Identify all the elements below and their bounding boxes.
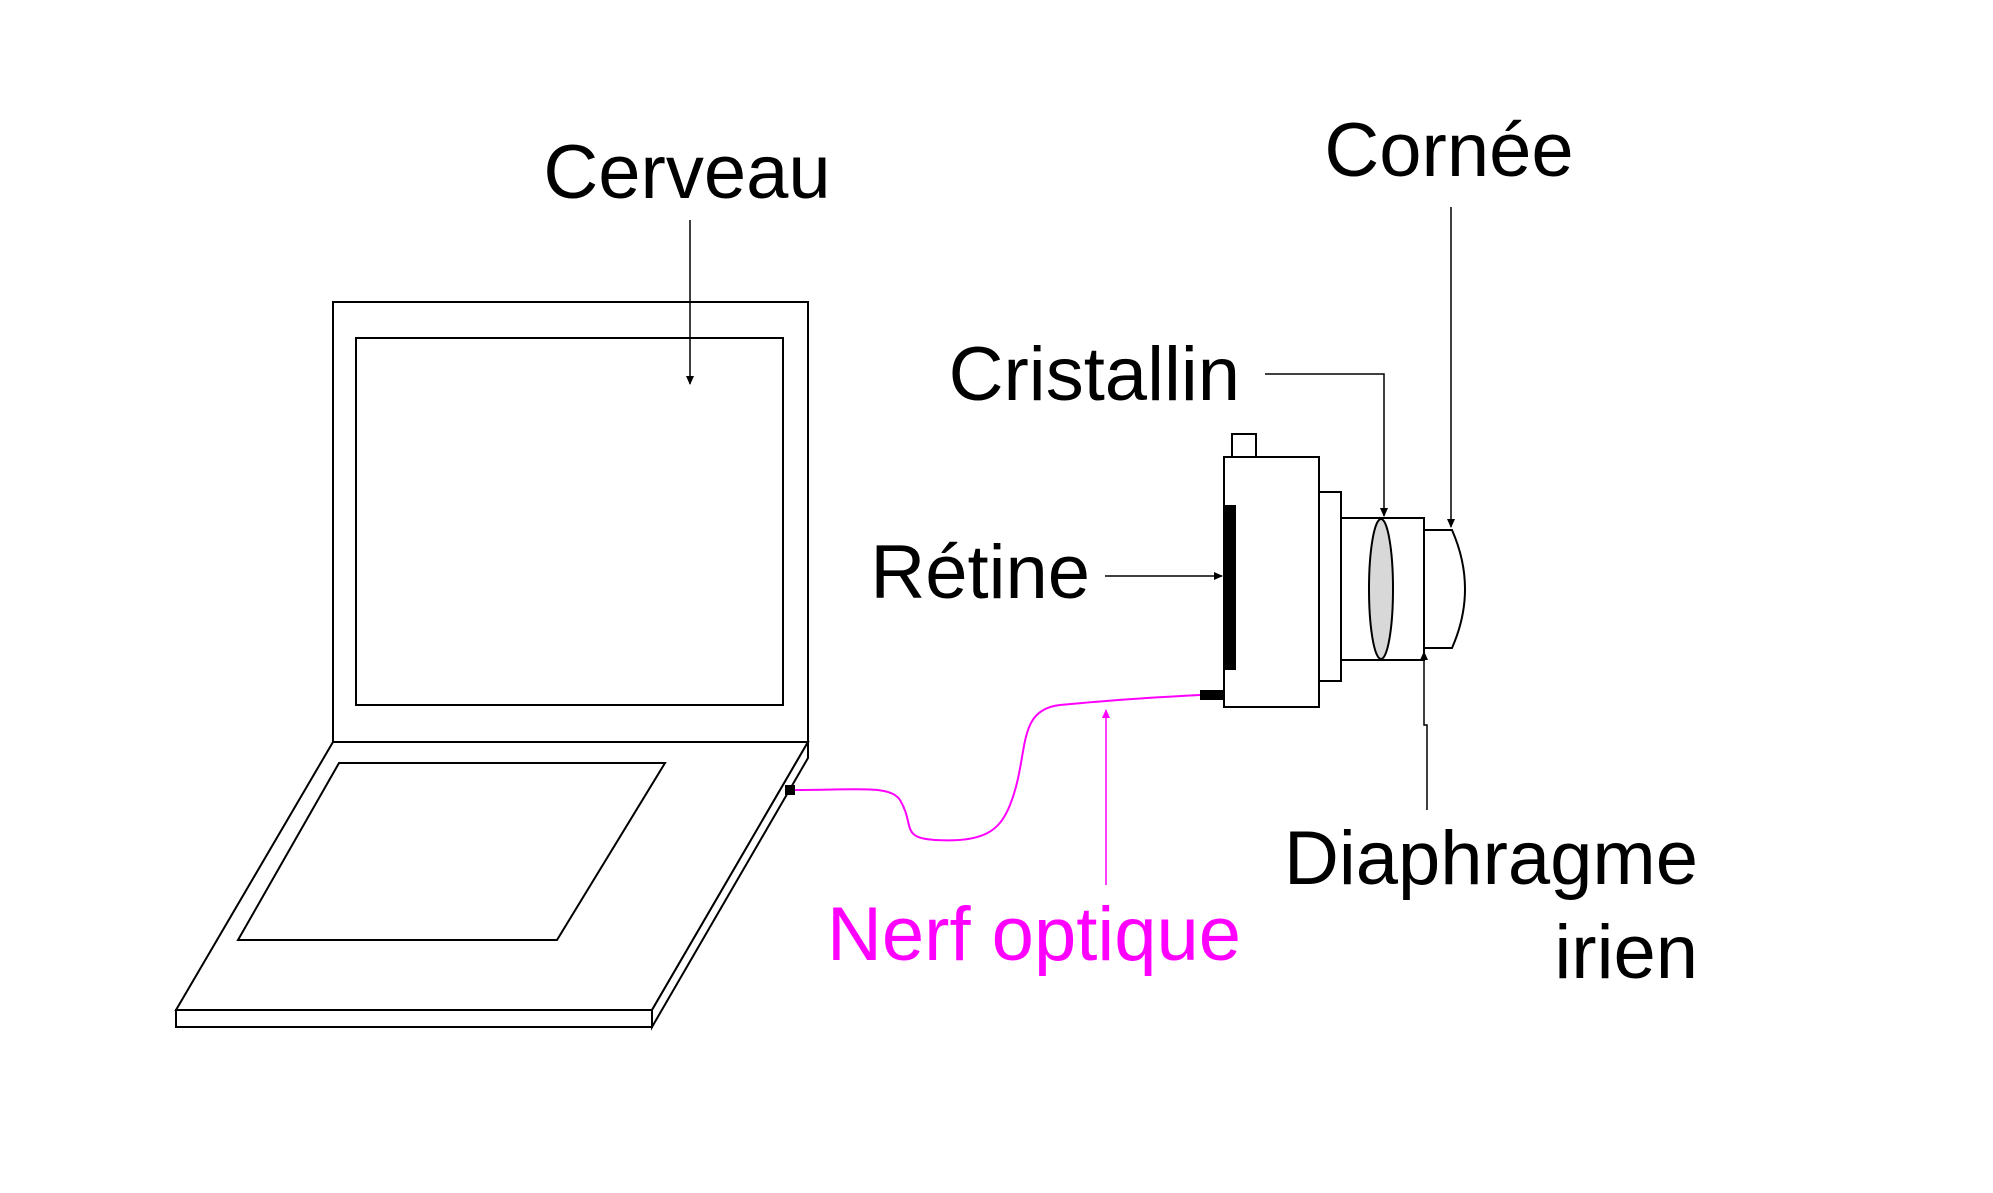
brain-label: Cerveau (543, 130, 830, 215)
optic-nerve-label: Nerf optique (827, 892, 1241, 977)
crystalline-lens (1368, 518, 1394, 660)
laptop-trackpad-area (236, 762, 667, 941)
cornea-label: Cornée (1324, 108, 1573, 193)
lens-mount-ring (1318, 491, 1342, 682)
optic-nerve-cable (794, 694, 1201, 842)
camera (1200, 433, 1466, 708)
camera-body (1223, 456, 1320, 708)
laptop-base-side (651, 738, 809, 1031)
lens-label: Cristallin (949, 332, 1240, 417)
laptop-screen-display (355, 337, 784, 706)
lens-pointer-arrow (1265, 373, 1388, 517)
camera-cable-port (1200, 690, 1224, 700)
iris-label-line1: Diaphragme (1284, 816, 1698, 901)
camera-top-button (1231, 433, 1257, 458)
laptop-cable-port (785, 785, 795, 795)
iris-pointer-arrow (1420, 651, 1428, 810)
retina-sensor (1224, 505, 1236, 670)
retina-label: Rétine (870, 530, 1090, 615)
cornea-front-glass (1423, 529, 1466, 649)
laptop-base-front (175, 1009, 653, 1028)
laptop-computer (174, 301, 810, 1031)
iris-label-line2: irien (1554, 910, 1698, 995)
